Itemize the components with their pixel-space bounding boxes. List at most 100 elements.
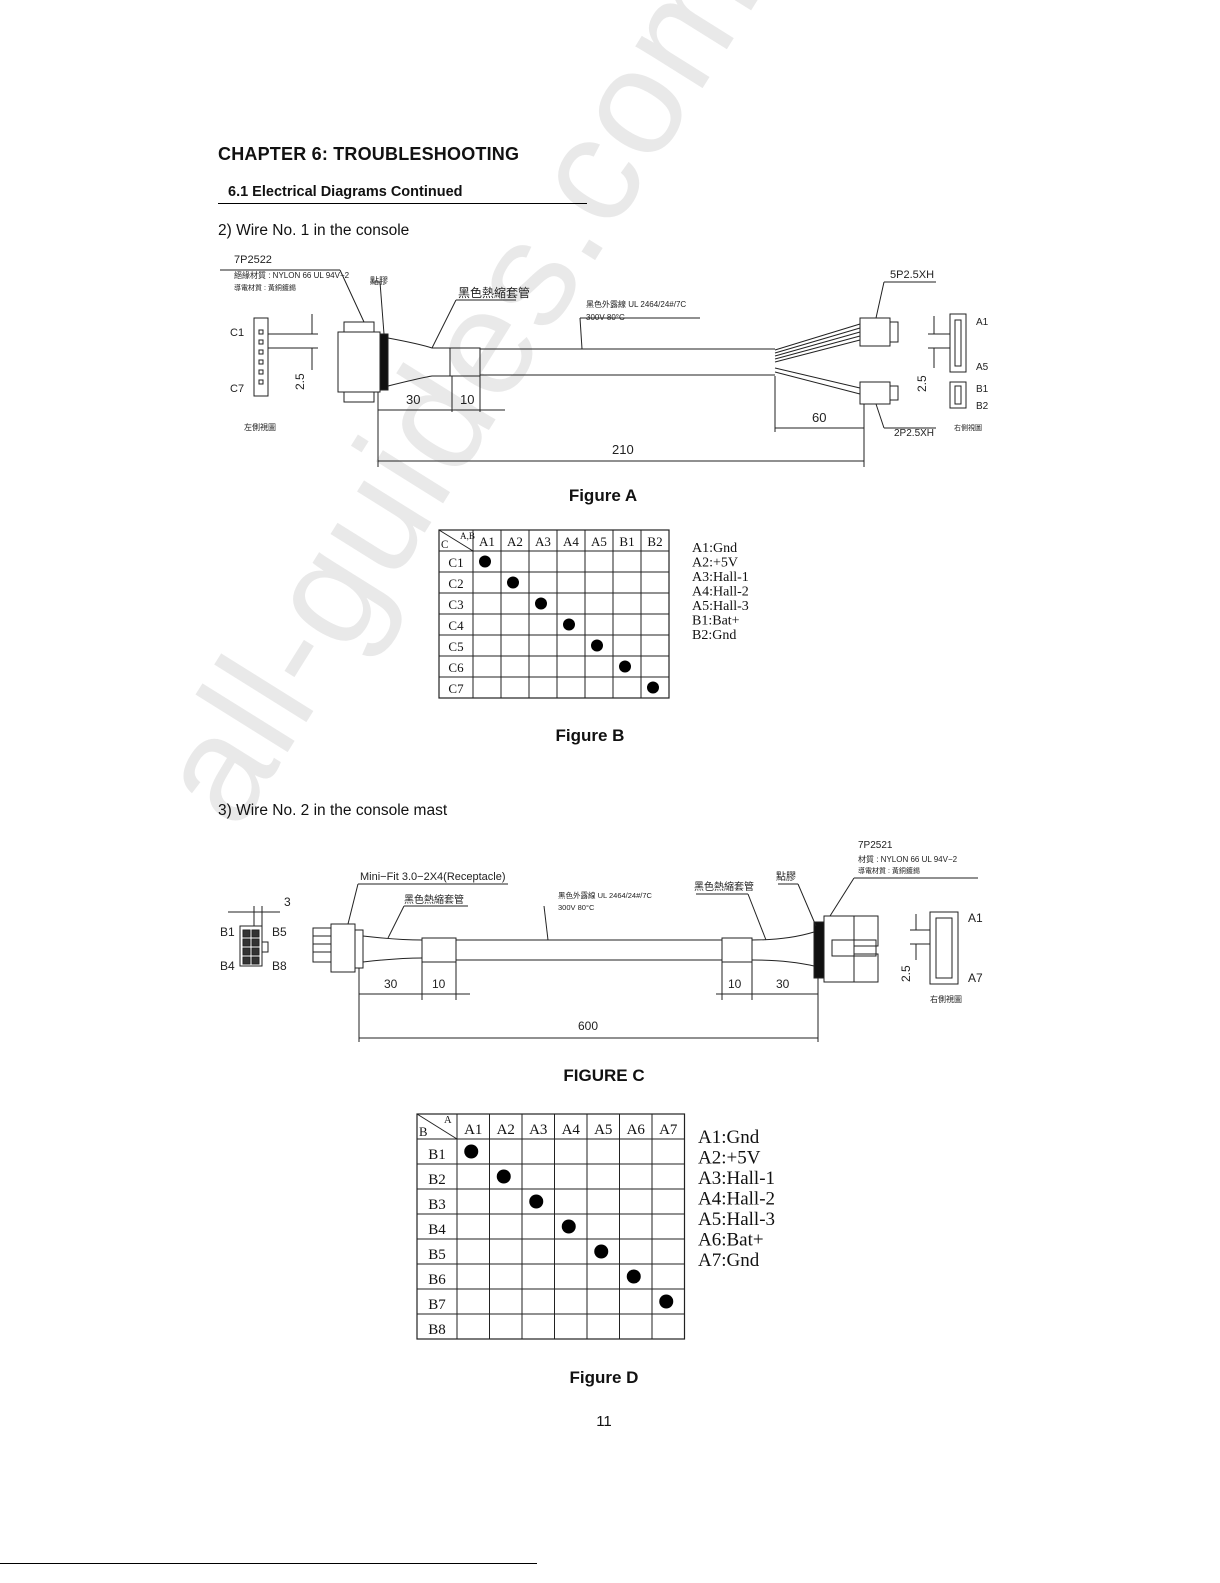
fig-d-pin-dot bbox=[594, 1244, 609, 1259]
fig-a-wire-spec2: 300V 80°C bbox=[586, 313, 625, 322]
fig-b-col-header: B1 bbox=[619, 534, 634, 549]
fig-c-b5: B5 bbox=[272, 925, 287, 939]
fig-c-b4: B4 bbox=[220, 959, 235, 973]
fig-a-a5: A5 bbox=[976, 362, 989, 373]
fig-b-row-header: C1 bbox=[448, 555, 463, 570]
fig-d-row-header: B8 bbox=[428, 1322, 446, 1338]
fig-b-col-header: A1 bbox=[479, 534, 495, 549]
fig-b-corner-diagonal bbox=[438, 529, 474, 552]
fig-c-b8: B8 bbox=[272, 959, 287, 973]
fig-b-pin-dot bbox=[535, 597, 547, 610]
fig-d-legend-item: A4:Hall-2 bbox=[698, 1189, 775, 1210]
fig-c-glue: 點膠 bbox=[776, 870, 796, 883]
fig-a-dim-25r: 2.5 bbox=[915, 375, 929, 392]
fig-d-corner-diagonal bbox=[416, 1113, 458, 1140]
fig-d-row-header: B4 bbox=[428, 1222, 446, 1238]
figure-c-drawing: Mini−Fit 3.0−2X4(Receptacle) 黑色熱縮套管 黑色外露… bbox=[220, 840, 983, 1042]
fig-c-b1: B1 bbox=[220, 925, 235, 939]
fig-d-row-header: B1 bbox=[428, 1147, 446, 1163]
fig-d-corner-top: A bbox=[444, 1115, 452, 1126]
fig-d-col-header: A7 bbox=[659, 1122, 678, 1138]
fig-a-dim-60: 60 bbox=[812, 410, 826, 425]
figure-b-caption: Figure B bbox=[555, 726, 625, 745]
fig-d-pin-dot bbox=[561, 1219, 576, 1234]
fig-d-col-header: A4 bbox=[562, 1122, 581, 1138]
figure-a-drawing: 7P2522 絕緣材質 : NYLON 66 UL 94V−2 導電材質 : 黃… bbox=[220, 254, 989, 467]
fig-c-material1: 材質 : NYLON 66 UL 94V−2 bbox=[858, 854, 958, 864]
fig-b-pin-dot bbox=[647, 681, 659, 694]
fig-d-pin-dot bbox=[659, 1294, 674, 1309]
fig-d-pin-dot bbox=[529, 1194, 544, 1209]
section-title: 6.1 Electrical Diagrams Continued bbox=[218, 184, 587, 204]
fig-b-col-header: B2 bbox=[647, 534, 662, 549]
figure-a-caption: Figure A bbox=[568, 486, 638, 505]
fig-b-legend-item: A1:Gnd bbox=[692, 541, 737, 556]
fig-a-b1: B1 bbox=[976, 384, 989, 395]
fig-c-wire-spec2: 300V 80°C bbox=[558, 903, 595, 912]
fig-a-conn-bottom: 2P2.5XH bbox=[894, 428, 934, 439]
fig-b-pin-dot bbox=[591, 639, 603, 652]
fig-b-legend-item: B2:Gnd bbox=[692, 628, 736, 643]
fig-c-dim-600: 600 bbox=[578, 1019, 598, 1033]
fig-c-a7: A7 bbox=[968, 971, 983, 985]
page-number: 11 bbox=[596, 1413, 612, 1430]
fig-d-legend-item: A1:Gnd bbox=[698, 1127, 760, 1148]
fig-c-sleeve-right: 黑色熱縮套管 bbox=[694, 880, 754, 893]
fig-d-pin-dot bbox=[496, 1169, 511, 1184]
fig-b-pin-dot bbox=[619, 660, 631, 673]
fig-c-dim-30r: 30 bbox=[776, 977, 790, 991]
footer-rule bbox=[0, 1563, 537, 1564]
fig-a-left-view: 左側視圖 bbox=[244, 422, 276, 432]
fig-b-legend-item: A5:Hall-3 bbox=[692, 599, 749, 614]
fig-a-material2: 導電材質 : 黃銅鍍錫 bbox=[234, 283, 296, 292]
fig-c-dim-25: 2.5 bbox=[899, 965, 913, 982]
fig-b-legend-item: A4:Hall-2 bbox=[692, 585, 749, 600]
fig-d-row-header: B5 bbox=[428, 1247, 446, 1263]
fig-a-dim-25: 2.5 bbox=[293, 373, 307, 390]
fig-c-a1: A1 bbox=[968, 911, 983, 925]
fig-a-material1: 絕緣材質 : NYLON 66 UL 94V−2 bbox=[234, 270, 350, 280]
fig-d-row-header: B2 bbox=[428, 1172, 446, 1188]
fig-d-pin-dot bbox=[626, 1269, 641, 1284]
fig-d-col-header: A1 bbox=[464, 1122, 482, 1138]
fig-a-dim-210: 210 bbox=[612, 442, 634, 457]
fig-d-legend-item: A2:+5V bbox=[698, 1148, 761, 1169]
left-pin-slots bbox=[258, 329, 264, 385]
fig-d-pin-dot bbox=[464, 1144, 479, 1159]
fig-b-corner-bottom: C bbox=[441, 539, 448, 551]
fig-c-dim-10l: 10 bbox=[432, 977, 446, 991]
fig-a-dim-10: 10 bbox=[460, 392, 474, 407]
fig-b-row-header: C4 bbox=[448, 618, 464, 633]
fig-d-corner-bottom: B bbox=[419, 1125, 428, 1139]
fig-a-glue: 點膠 bbox=[370, 275, 388, 286]
fig-d-row-header: B7 bbox=[428, 1297, 446, 1313]
figure-c-caption: FIGURE C bbox=[563, 1066, 645, 1085]
fig-b-row-header: C3 bbox=[448, 597, 463, 612]
fig-b-legend-item: A2:+5V bbox=[692, 556, 738, 571]
fig-b-corner-top: A,B bbox=[460, 531, 475, 541]
left-side-connector bbox=[253, 317, 269, 397]
fig-c-dim-30l: 30 bbox=[384, 977, 398, 991]
fig-b-col-header: A3 bbox=[535, 534, 551, 549]
fig-b-pin-dot bbox=[563, 618, 575, 631]
fig-b-col-header: A2 bbox=[507, 534, 523, 549]
fig-b-row-header: C5 bbox=[448, 639, 463, 654]
fig-d-legend-item: A3:Hall-1 bbox=[698, 1168, 775, 1189]
fig-b-col-header: A5 bbox=[591, 534, 607, 549]
fig-a-a1: A1 bbox=[976, 317, 989, 328]
fig-b-col-header: A4 bbox=[563, 534, 579, 549]
fig-d-row-header: B3 bbox=[428, 1197, 446, 1213]
fig-b-row-header: C6 bbox=[448, 660, 464, 675]
fig-d-legend-item: A5:Hall-3 bbox=[698, 1209, 775, 1230]
fig-b-pin-dot bbox=[479, 555, 491, 568]
fig-b-pin-dot bbox=[507, 576, 519, 589]
fig-b-legend-item: B1:Bat+ bbox=[692, 614, 740, 629]
fig-d-col-header: A2 bbox=[497, 1122, 515, 1138]
fig-d-col-header: A5 bbox=[594, 1122, 612, 1138]
fig-a-c1: C1 bbox=[230, 327, 244, 339]
fig-c-part-no: 7P2521 bbox=[858, 840, 893, 851]
fig-a-sleeve: 黑色熱縮套管 bbox=[458, 285, 530, 300]
fig-c-wire-spec1: 黑色外露線 UL 2464/24#/7C bbox=[558, 890, 653, 900]
